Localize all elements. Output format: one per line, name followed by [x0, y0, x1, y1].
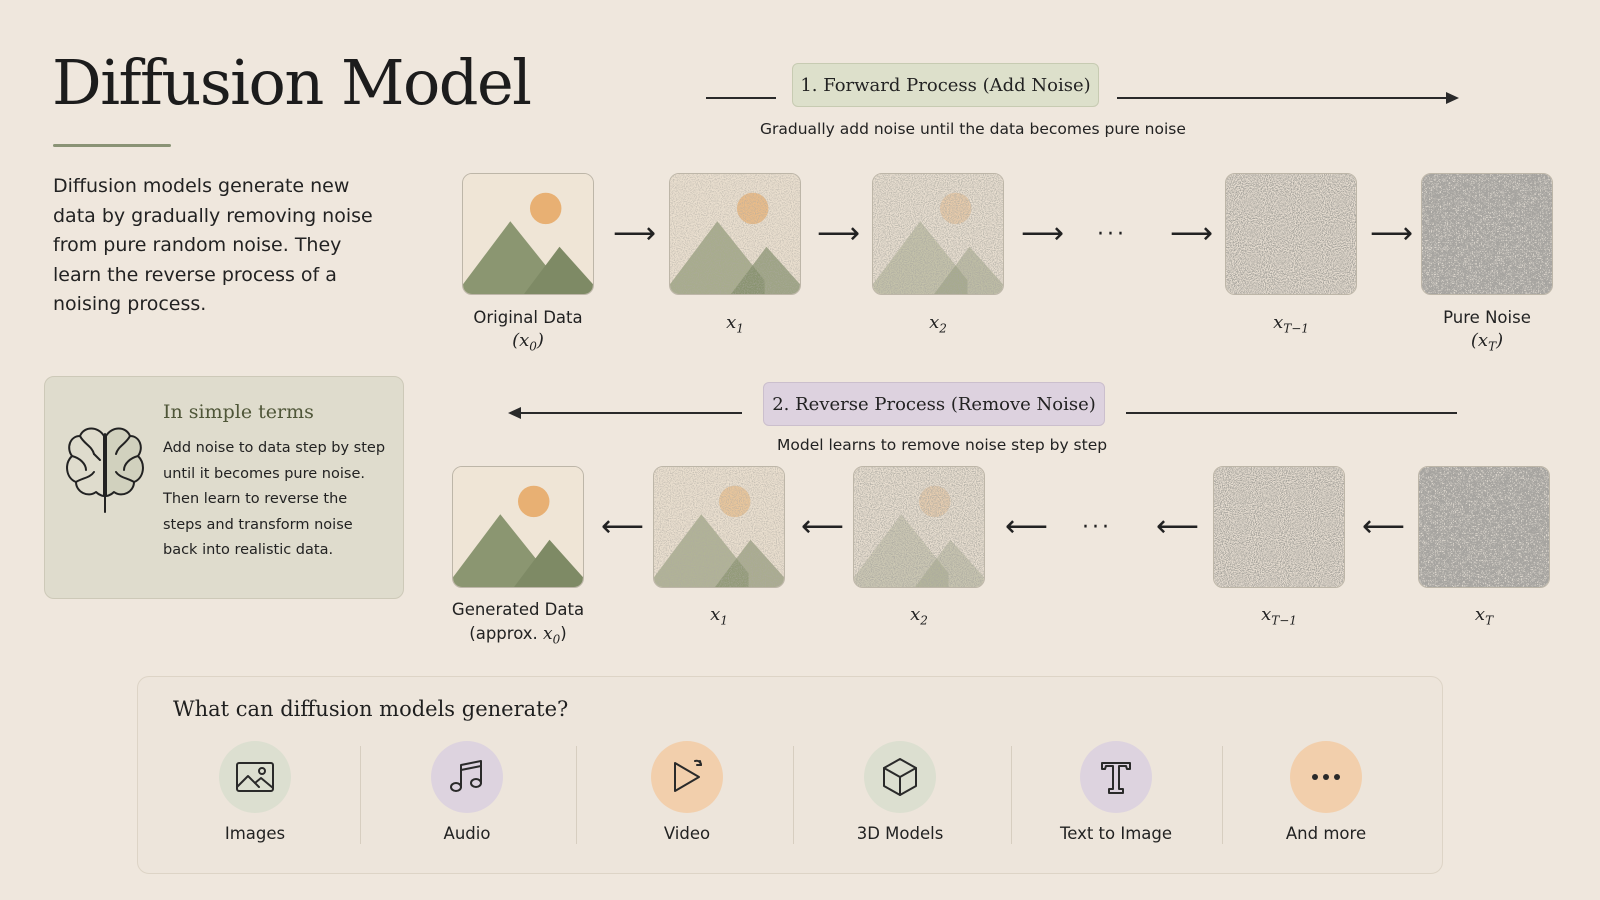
- generate-label-text-to-image: Text to Image: [1059, 824, 1173, 843]
- divider: [360, 746, 361, 844]
- reverse-label-x1: x1: [710, 604, 728, 628]
- forward-tile-x0: [462, 173, 594, 295]
- forward-arrow-1: ⟶: [613, 216, 657, 251]
- forward-tile-xT: [1421, 173, 1553, 295]
- intro-text: Diffusion models generate new data by gr…: [53, 175, 373, 315]
- forward-arrow-5: ⟶: [1370, 216, 1414, 251]
- reverse-caption: Model learns to remove noise step by ste…: [777, 436, 1108, 454]
- generate-label-3d-models: 3D Models: [856, 824, 944, 843]
- page-title: Diffusion Model: [52, 46, 532, 119]
- cube-icon: [864, 741, 936, 813]
- reverse-label-xT-1: xT−1: [1261, 604, 1297, 628]
- generate-panel: [137, 676, 1443, 874]
- forward-tile-x1: [669, 173, 801, 295]
- divider: [1011, 746, 1012, 844]
- forward-arrow-2: ⟶: [817, 216, 861, 251]
- reverse-tile-x2: [853, 466, 985, 588]
- generate-title: What can diffusion models generate?: [173, 697, 569, 721]
- reverse-line-right: [1126, 412, 1457, 414]
- text-t-icon: [1080, 741, 1152, 813]
- reverse-ellipsis: ···: [1082, 515, 1112, 540]
- forward-label-xT: Pure Noise (xT): [1443, 308, 1531, 354]
- reverse-arrow-head: [508, 407, 521, 419]
- forward-caption: Gradually add noise until the data becom…: [760, 120, 1186, 138]
- generate-label-and-more: And more: [1285, 824, 1367, 843]
- reverse-label-x0: Generated Data (approx. x0): [451, 600, 585, 647]
- forward-arrow-4: ⟶: [1170, 216, 1214, 251]
- reverse-tile-xT: [1418, 466, 1550, 588]
- brain-icon: [64, 420, 146, 516]
- reverse-line-left: [520, 412, 742, 414]
- forward-process-label: 1. Forward Process (Add Noise): [792, 63, 1099, 107]
- reverse-process-label: 2. Reverse Process (Remove Noise): [763, 382, 1105, 426]
- simple-terms-title: In simple terms: [163, 401, 314, 423]
- forward-arrow-3: ⟶: [1021, 216, 1065, 251]
- forward-tile-xT-1: [1225, 173, 1357, 295]
- reverse-tile-xT-1: [1213, 466, 1345, 588]
- reverse-arrow-2: ⟵: [801, 509, 845, 544]
- divider: [793, 746, 794, 844]
- generate-label-images: Images: [224, 824, 286, 843]
- music-note-icon: [431, 741, 503, 813]
- forward-label-xT-1: xT−1: [1273, 312, 1309, 336]
- forward-label-x2: x2: [929, 312, 947, 336]
- more-dots-icon: [1290, 741, 1362, 813]
- reverse-arrow-3: ⟵: [1005, 509, 1049, 544]
- generate-label-audio: Audio: [443, 824, 491, 843]
- generate-label-video: Video: [663, 824, 711, 843]
- divider: [1222, 746, 1223, 844]
- mountain-sun-image: [453, 467, 583, 587]
- play-icon: [651, 741, 723, 813]
- reverse-label-x2: x2: [910, 604, 928, 628]
- reverse-label-xT: xT: [1474, 604, 1494, 628]
- reverse-arrow-5: ⟵: [1362, 509, 1406, 544]
- divider: [576, 746, 577, 844]
- title-underline: [53, 144, 171, 147]
- forward-line-right: [1117, 97, 1454, 99]
- forward-tile-x2: [872, 173, 1004, 295]
- reverse-tile-x1: [653, 466, 785, 588]
- image-icon: [219, 741, 291, 813]
- reverse-arrow-1: ⟵: [601, 509, 645, 544]
- forward-label-x0: Original Data (x0): [473, 308, 583, 354]
- mountain-sun-image: [463, 174, 593, 294]
- forward-ellipsis: ···: [1097, 222, 1127, 247]
- forward-line-left: [706, 97, 776, 99]
- reverse-tile-x0: [452, 466, 584, 588]
- reverse-arrow-4: ⟵: [1156, 509, 1200, 544]
- forward-arrow-head: [1446, 92, 1459, 104]
- forward-label-x1: x1: [726, 312, 744, 336]
- simple-terms-body: Add noise to data step by step until it …: [163, 440, 386, 558]
